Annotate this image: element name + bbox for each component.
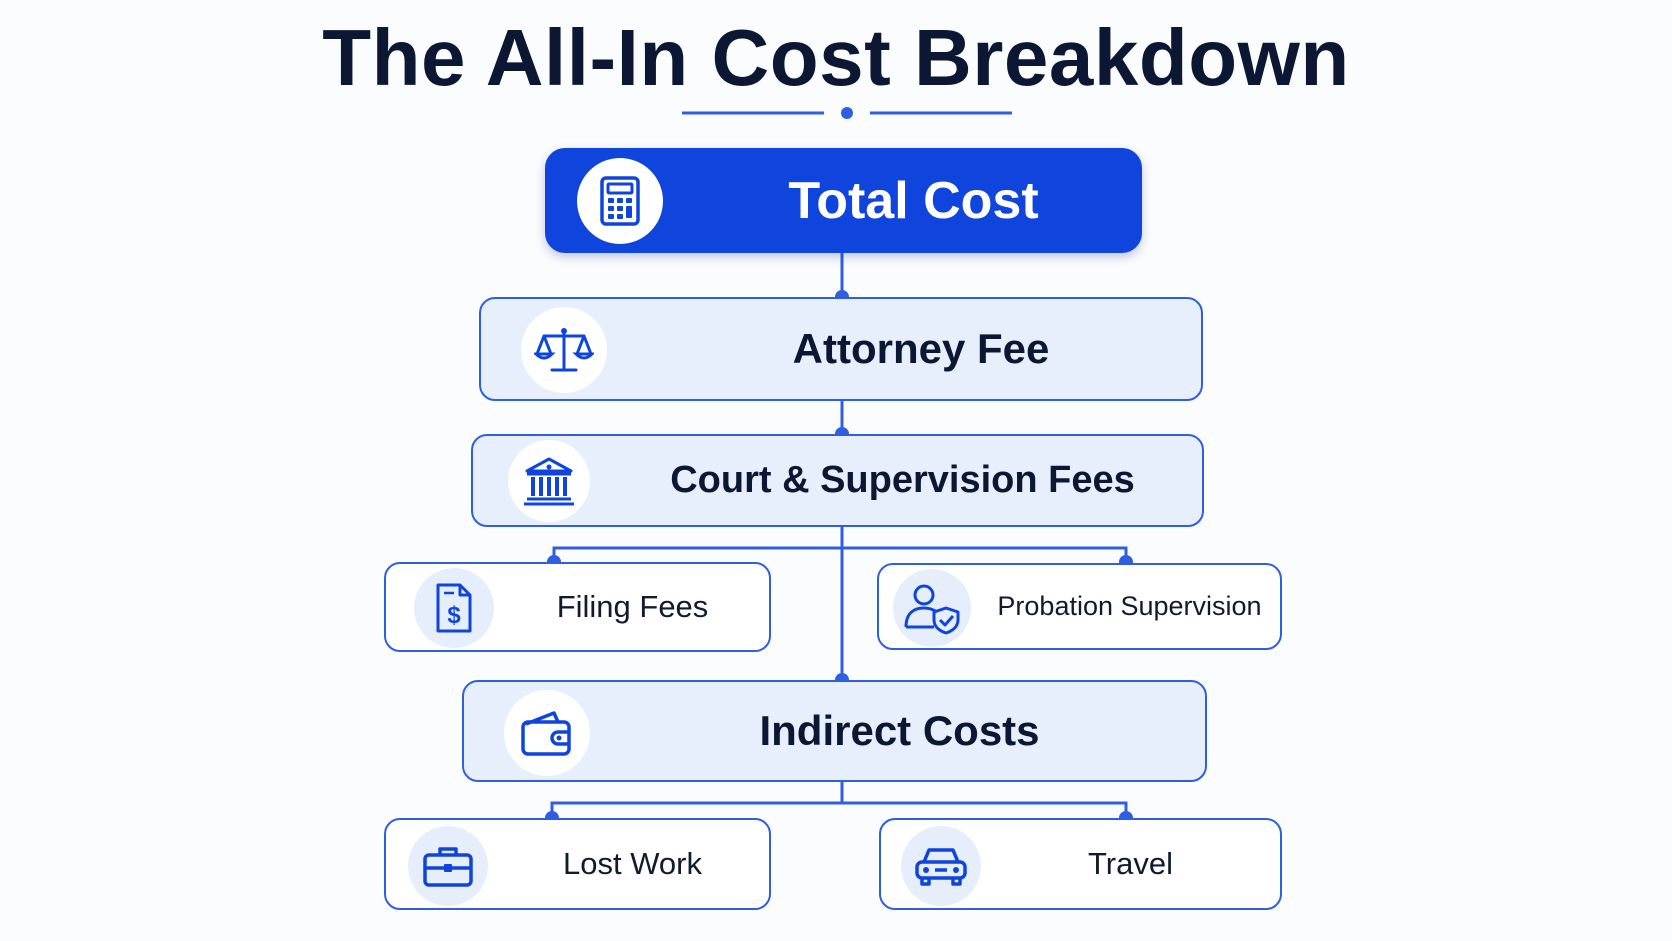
connector-indirect-travel (842, 801, 1128, 818)
scales-icon (521, 307, 607, 393)
svg-text:$: $ (447, 602, 461, 629)
car-icon (901, 826, 981, 906)
node-label: Probation Supervision (997, 591, 1262, 621)
dollar-document-icon: $ (414, 568, 494, 648)
node-label: Travel (1088, 846, 1173, 881)
node-label: Court & Supervision Fees (670, 459, 1135, 501)
node-travel: Travel (879, 818, 1282, 910)
node-filing-fees: $ Filing Fees (384, 562, 771, 652)
node-court-supervision-fees: Court & Supervision Fees (471, 434, 1204, 527)
page-title: The All-In Cost Breakdown (322, 13, 1350, 102)
node-label: Total Cost (788, 171, 1039, 230)
node-total-cost: Total Cost (545, 148, 1142, 253)
node-indirect-costs: Indirect Costs (462, 680, 1207, 782)
node-attorney-fee: Attorney Fee (479, 297, 1203, 401)
connector-court-probation (842, 546, 1128, 562)
node-label: Filing Fees (556, 589, 709, 624)
user-shield-icon (893, 569, 971, 647)
wallet-icon (504, 690, 590, 776)
node-label: Lost Work (563, 846, 702, 881)
briefcase-icon (408, 826, 488, 906)
courthouse-icon (508, 440, 590, 522)
node-label: Attorney Fee (792, 325, 1050, 372)
node-label: Indirect Costs (759, 707, 1040, 754)
node-probation-supervision: Probation Supervision (877, 563, 1282, 650)
node-lost-work: Lost Work (384, 818, 771, 910)
title-divider-dot (841, 107, 853, 119)
connector-indirect-lostwork (550, 801, 842, 818)
calculator-icon (577, 158, 663, 244)
connector-court-filing (552, 546, 842, 562)
